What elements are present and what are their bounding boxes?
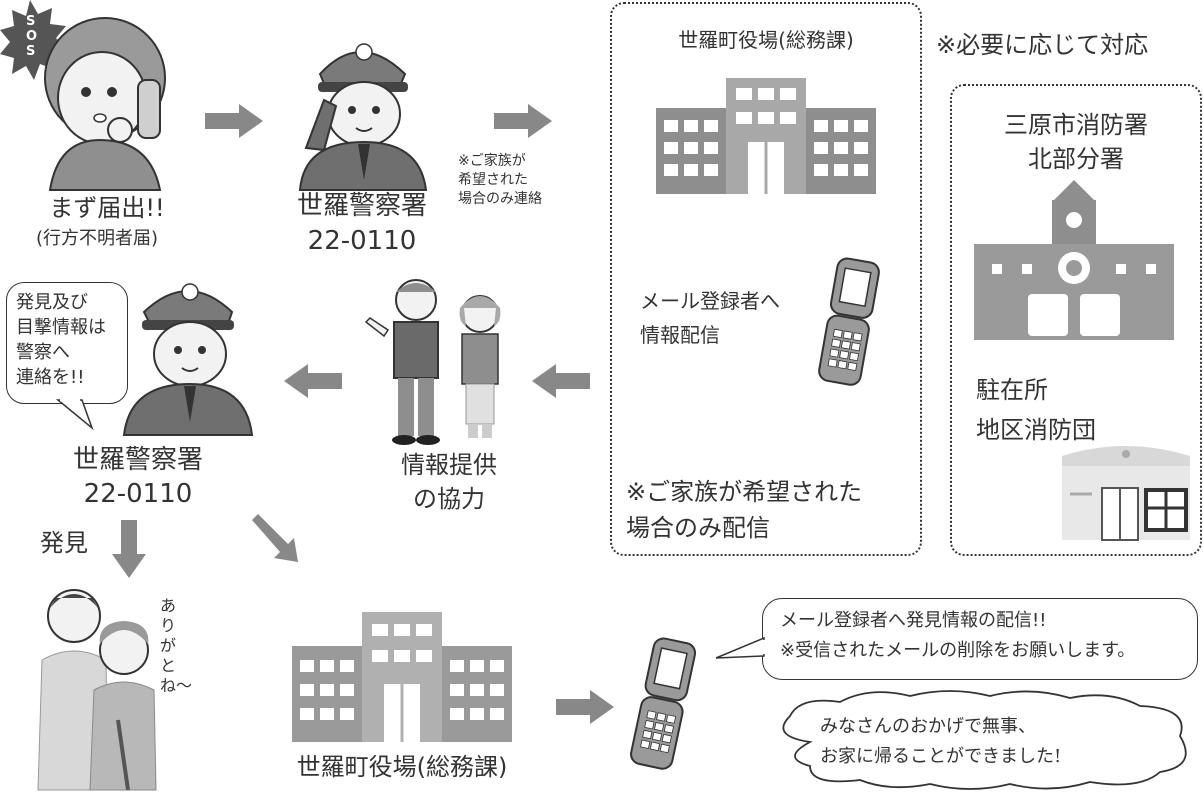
- cloud-message-text: みなさんのおかげで無事、 お家に帰ることができました!: [820, 716, 1062, 767]
- police-top-name: 世羅警察署: [296, 191, 427, 221]
- police-speech-bubble: [6, 282, 128, 404]
- town-hall-box: [610, 2, 922, 556]
- fire-station-name: 三原市消防署 北部分署: [1004, 111, 1148, 173]
- police-top-phone: 22-0110: [307, 226, 417, 256]
- town-hall-bottom-name: 世羅町役場(総務課): [296, 753, 508, 781]
- speech-bubble-tail: [715, 636, 765, 659]
- mail-notice-text: メール登録者へ発見情報の配信!! ※受信されたメールの削除をお願いします。: [780, 610, 1136, 661]
- arrow-left-icon: [284, 364, 342, 398]
- police-box-building-icon: [1062, 446, 1190, 541]
- family-note-small: ※ご家族が 希望された 場合のみ連絡: [458, 153, 542, 207]
- mail-distribution-text: メール登録者へ 情報配信: [640, 289, 780, 347]
- speech-bubble-tail: [55, 398, 94, 431]
- mobile-phone-icon: [630, 637, 697, 770]
- missing-report-label: (行方不明者届): [35, 228, 159, 249]
- sos-label: SOS: [26, 14, 38, 59]
- family-note-distribution: ※ご家族が希望された 場合のみ配信: [626, 478, 863, 542]
- police-mid-name: 世羅警察署: [72, 445, 203, 475]
- fire-response-box: [950, 84, 1202, 556]
- town-hall-building-icon: [292, 612, 512, 742]
- arrow-down-icon: [112, 520, 146, 578]
- thanks-text: ありがとね〜: [160, 596, 193, 695]
- arrow-right-icon: [205, 104, 263, 138]
- as-needed-note: ※必要に応じて対応: [936, 31, 1149, 59]
- cloud-shape: [782, 690, 1187, 790]
- mobile-phone-icon: [818, 257, 880, 386]
- arrow-left-icon: [532, 364, 590, 398]
- police-officer-illustration: [110, 270, 260, 436]
- reunited-elderly-couple-illustration: [28, 580, 168, 791]
- town-hall-top-name: 世羅町役場(総務課): [678, 28, 854, 52]
- town-hall-building-icon: [656, 78, 876, 194]
- first-report-label: まず届出!!: [49, 194, 165, 222]
- arrow-right-icon: [556, 690, 614, 724]
- citizens-cooperation-illustration: [360, 278, 530, 446]
- cooperation-label: 情報提供 の協力: [401, 451, 497, 513]
- local-response-label: 駐在所 地区消防団: [976, 376, 1096, 444]
- arrow-down-right-icon: [252, 514, 298, 562]
- arrow-right-icon: [494, 104, 552, 138]
- fire-station-building-icon: [974, 180, 1174, 340]
- elderly-woman-calling-illustration: SOS: [0, 0, 180, 191]
- mail-notice-bubble: [762, 598, 1198, 680]
- police-officer-illustration: [280, 30, 440, 191]
- police-speech-text: 発見及び 目撃情報は 警察へ 連絡を!!: [16, 292, 106, 388]
- police-mid-phone: 22-0110: [83, 479, 193, 509]
- found-label: 発見: [40, 529, 88, 557]
